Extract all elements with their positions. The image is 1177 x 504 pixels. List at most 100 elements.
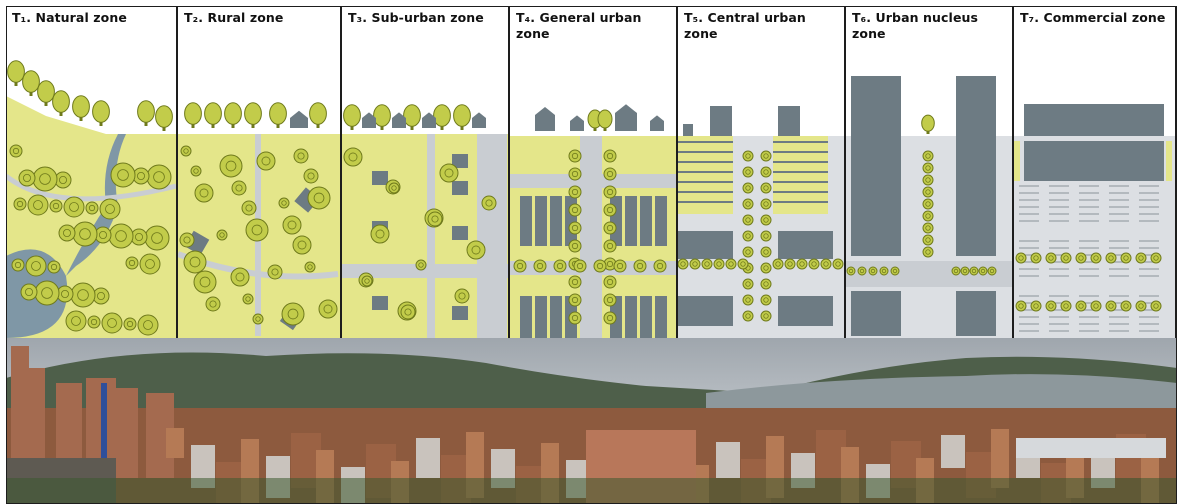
tree-icon — [603, 221, 617, 235]
city-building — [166, 428, 184, 458]
zone-title-7: T₇. Commercial zone — [1020, 10, 1166, 25]
tree-icon — [370, 224, 390, 244]
building-icon — [640, 296, 652, 338]
zone-panel-2: T₂. Rural zone — [178, 6, 342, 338]
tree-icon — [760, 150, 772, 162]
tree-icon — [978, 266, 988, 276]
rural-zone-diagram — [178, 102, 340, 338]
tree-icon — [230, 267, 250, 287]
house-icon — [452, 306, 468, 320]
tree-icon — [281, 302, 305, 326]
tree-icon — [52, 90, 70, 113]
tree-icon — [678, 258, 689, 270]
road-icon — [342, 264, 508, 278]
tree-icon — [466, 240, 486, 260]
zone-title-2: T₂. Rural zone — [184, 10, 284, 25]
building-icon — [678, 231, 733, 259]
tree-icon — [216, 229, 228, 241]
tree-icon — [11, 258, 25, 272]
tree-icon — [343, 147, 363, 167]
tree-icon — [231, 180, 247, 196]
river-icon — [66, 134, 126, 276]
city-building — [716, 442, 740, 478]
tree-icon — [307, 186, 331, 210]
tree-icon — [256, 151, 276, 171]
tree-icon — [568, 293, 582, 307]
tree-icon — [742, 310, 754, 322]
tree-icon — [1060, 252, 1072, 264]
building-icon — [1024, 141, 1164, 181]
tree-icon — [568, 149, 582, 163]
building-icon — [956, 291, 996, 336]
tree-icon — [267, 264, 283, 280]
foreground-vegetation — [6, 478, 1177, 504]
house-icon — [290, 110, 308, 128]
tree-icon — [742, 214, 754, 226]
tree-icon — [137, 314, 159, 336]
tree-icon — [713, 258, 725, 270]
building-icon — [625, 196, 637, 246]
tree-icon — [1060, 300, 1072, 312]
tree-icon — [568, 185, 582, 199]
zone-panel-1: T₁. Natural zone — [6, 6, 178, 338]
tree-icon — [603, 167, 617, 181]
tree-icon — [361, 275, 373, 287]
tree-icon — [1105, 252, 1117, 264]
tree-icon — [400, 304, 416, 320]
tree-icon — [1075, 252, 1087, 264]
tree-icon — [1105, 300, 1117, 312]
zone-panel-4: T₄. General urban zone — [510, 6, 678, 338]
tree-icon — [309, 102, 327, 125]
tree-icon — [653, 259, 667, 273]
tree-icon — [603, 149, 617, 163]
tree-icon — [303, 168, 319, 184]
commercial-zone-diagram — [1014, 104, 1175, 338]
tree-icon — [373, 104, 391, 127]
tree-icon — [293, 148, 309, 164]
tree-icon — [481, 195, 497, 211]
tree-icon — [760, 214, 772, 226]
tree-icon — [613, 259, 627, 273]
tree-icon — [194, 183, 214, 203]
tree-icon — [603, 275, 617, 289]
building-icon — [520, 196, 532, 246]
tree-icon — [70, 282, 96, 308]
city-building — [416, 438, 440, 478]
tree-icon — [123, 317, 137, 331]
building-icon — [778, 296, 833, 326]
tree-icon — [784, 258, 796, 270]
tree-icon — [1120, 300, 1132, 312]
house-icon — [452, 154, 468, 168]
building-icon — [655, 196, 667, 246]
tree-icon — [63, 196, 85, 218]
tree-icon — [922, 210, 934, 222]
tree-icon — [725, 258, 737, 270]
tree-icon — [890, 266, 900, 276]
house-icon — [615, 104, 637, 131]
tree-icon — [603, 203, 617, 217]
tree-icon — [1075, 300, 1087, 312]
tree-icon — [922, 162, 934, 174]
tree-icon — [796, 258, 808, 270]
tree-icon — [603, 239, 617, 253]
central-urban-zone-diagram — [678, 106, 844, 338]
tree-icon — [241, 200, 257, 216]
tree-icon — [568, 203, 582, 217]
tree-icon — [318, 299, 338, 319]
panorama-image — [6, 338, 1177, 504]
tree-icon — [245, 218, 269, 242]
tree-icon — [820, 258, 832, 270]
building-icon — [550, 296, 562, 338]
tree-icon — [1030, 252, 1042, 264]
tree-icon — [180, 145, 192, 157]
tree-icon — [772, 258, 784, 270]
tree-icon — [219, 154, 243, 178]
tree-icon — [13, 197, 27, 211]
tree-icon — [427, 211, 443, 227]
tree-icon — [533, 259, 547, 273]
building-icon — [535, 296, 547, 338]
building-icon — [535, 196, 547, 246]
tree-icon — [137, 100, 155, 123]
tree-icon — [969, 266, 979, 276]
